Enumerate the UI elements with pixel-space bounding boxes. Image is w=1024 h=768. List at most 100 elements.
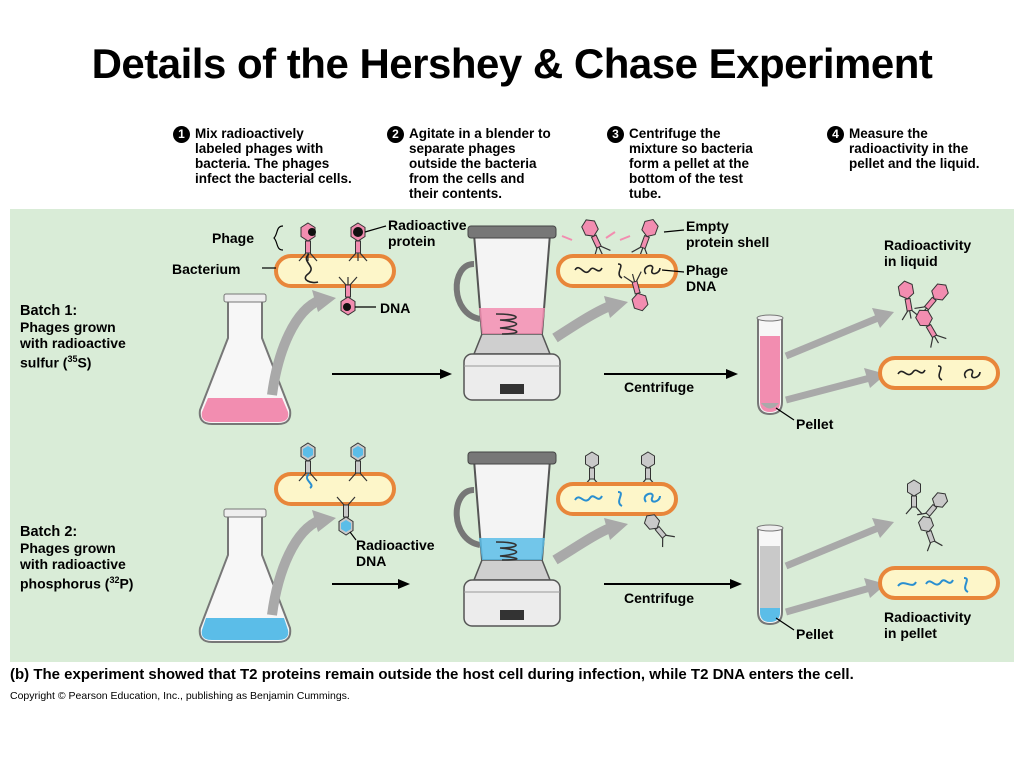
- separated-batch-2: [556, 451, 678, 548]
- step-4-number: 4: [827, 126, 844, 143]
- phage-icon: [894, 278, 921, 321]
- liquid-phages-2: [905, 479, 952, 552]
- label-line: in pellet: [884, 625, 937, 641]
- label-empty-protein-shell: Empty protein shell: [686, 218, 769, 250]
- step-3-line: mixture so bacteria: [629, 141, 753, 156]
- label-radioactive-protein: Radioactive protein: [388, 217, 467, 249]
- label-line: Empty: [686, 218, 729, 234]
- step-3-line: tube.: [629, 186, 662, 201]
- step-2: 2 Agitate in a blender to separate phage…: [387, 126, 551, 201]
- isotope-mass: 32: [109, 575, 120, 585]
- label-line: in liquid: [884, 253, 938, 269]
- step-3-number: 3: [607, 126, 624, 143]
- step-2-line: from the cells and: [409, 171, 525, 186]
- batch-line: Phages grown: [20, 540, 116, 556]
- step-3-line: Centrifuge the: [629, 126, 721, 141]
- label-line: Radioactive: [388, 217, 467, 233]
- label-phage-dna: Phage DNA: [686, 262, 728, 294]
- bacterium-infected-1: [274, 222, 396, 316]
- label-dna: DNA: [380, 300, 411, 316]
- label-centrifuge-2: Centrifuge: [624, 590, 694, 606]
- separated-batch-1: [556, 215, 685, 314]
- label-line: protein shell: [686, 234, 770, 250]
- label-line: DNA: [686, 278, 717, 294]
- step-1: 1 Mix radioactively labeled phages with …: [173, 126, 352, 186]
- label-line: protein: [388, 233, 436, 249]
- test-tube-1: [756, 314, 784, 416]
- label-line: DNA: [356, 553, 387, 569]
- copyright-notice: Copyright © Pearson Education, Inc., pub…: [10, 690, 350, 702]
- step-4: 4 Measure the radioactivity in the pelle…: [827, 126, 980, 171]
- arrow-mix-1: [267, 295, 323, 396]
- phage-icon: [905, 479, 923, 515]
- step-3-line: form a pellet at the: [629, 156, 750, 171]
- phage-brace: [273, 225, 284, 251]
- label-bacterium: Bacterium: [172, 261, 241, 277]
- label-radioactivity-in-liquid: Radioactivity in liquid: [884, 237, 971, 269]
- isotope-text: P): [119, 575, 134, 592]
- step-2-line: outside the bacteria: [409, 156, 537, 171]
- label-line: Radioactivity: [884, 237, 972, 253]
- step-1-line: infect the bacterial cells.: [195, 171, 352, 186]
- arrow-separate-1: [552, 301, 612, 343]
- label-pellet-2: Pellet: [796, 626, 834, 642]
- arrow-liquid-2: [784, 524, 880, 570]
- arrow-liquid-1: [784, 314, 880, 360]
- pellet-bacterium-1: [878, 356, 1000, 390]
- label-line: Radioactive: [356, 537, 435, 553]
- label-radioactivity-in-pellet: Radioactivity in pellet: [884, 609, 971, 641]
- label-phage: Phage: [212, 230, 255, 246]
- bacterium-infected-2: [274, 442, 396, 536]
- pellet-bacterium-2: [878, 566, 1000, 600]
- step-4-line: pellet and the liquid.: [849, 156, 980, 171]
- isotope-text: phosphorus (: [20, 575, 110, 592]
- figure-caption: (b) The experiment showed that T2 protei…: [10, 666, 854, 683]
- phage-icon: [639, 451, 657, 487]
- step-1-line: bacteria. The phages: [195, 156, 330, 171]
- batch-2-description: Batch 2: Phages grown with radioactive p…: [20, 524, 133, 592]
- step-3-line: bottom of the test: [629, 171, 743, 186]
- empty-shell-icon: [577, 215, 612, 259]
- arrow-mix-2: [267, 515, 323, 616]
- batch-line: Phages grown: [20, 319, 116, 335]
- label-radioactive-dna: Radioactive DNA: [356, 537, 435, 569]
- batch-line: with radioactive: [20, 556, 126, 572]
- phage-icon: [915, 513, 944, 552]
- step-3: 3 Centrifuge the mixture so bacteria for…: [607, 126, 753, 201]
- isotope-text: sulfur (: [20, 354, 68, 371]
- step-1-number: 1: [173, 126, 190, 143]
- batch-1-title: Batch 1:: [20, 303, 78, 319]
- arrow-pellet-2: [785, 584, 871, 616]
- label-pellet-1: Pellet: [796, 416, 834, 432]
- step-2-line: Agitate in a blender to: [409, 126, 551, 141]
- batch-1-isotope: sulfur (35S): [20, 351, 126, 371]
- phage-icon: [911, 305, 947, 349]
- test-tube-2: [756, 524, 784, 626]
- batch-2-title: Batch 2:: [20, 524, 78, 540]
- arrow-pellet-1: [785, 374, 871, 404]
- empty-shell-icon: [631, 215, 663, 259]
- blender-1: [457, 226, 560, 400]
- step-4-line: radioactivity in the: [849, 141, 969, 156]
- label-centrifuge-1: Centrifuge: [624, 379, 694, 395]
- step-1-line: labeled phages with: [195, 141, 324, 156]
- phage-icon: [640, 510, 676, 548]
- arrow-separate-2: [552, 523, 612, 565]
- batch-1-description: Batch 1: Phages grown with radioactive s…: [20, 303, 126, 371]
- page-title: Details of the Hershey & Chase Experimen…: [91, 40, 933, 87]
- step-4-line: Measure the: [849, 126, 928, 141]
- step-2-number: 2: [387, 126, 404, 143]
- batch-line: with radioactive: [20, 335, 126, 351]
- step-2-line: their contents.: [409, 186, 503, 201]
- isotope-text: S): [77, 354, 92, 371]
- step-2-line: separate phages: [409, 141, 516, 156]
- blender-2: [457, 452, 560, 626]
- step-1-line: Mix radioactively: [195, 126, 304, 141]
- batch-2-isotope: phosphorus (32P): [20, 572, 133, 592]
- isotope-mass: 35: [67, 354, 78, 364]
- label-line: Phage: [686, 262, 729, 278]
- phage-icon: [583, 451, 601, 487]
- liquid-phages-1: [894, 278, 954, 349]
- label-line: Radioactivity: [884, 609, 972, 625]
